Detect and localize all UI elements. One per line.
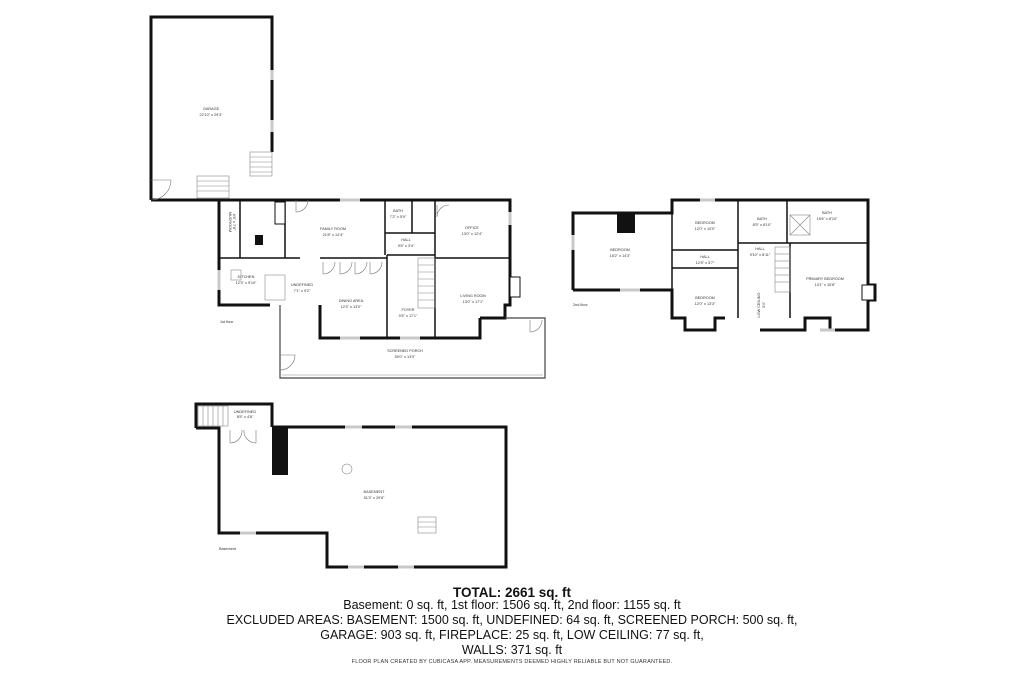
disclaimer: FLOOR PLAN CREATED BY CUBICASA APP. MEAS… [351, 659, 673, 665]
second-floor-label: 2nd floor [573, 303, 589, 307]
total-area: TOTAL: 2661 sq. ft [452, 585, 572, 600]
svg-text:HALL: HALL [401, 238, 411, 242]
svg-text:HALL: HALL [700, 255, 710, 259]
svg-text:HALL: HALL [755, 247, 765, 251]
svg-text:SCREENED PORCH: SCREENED PORCH [387, 349, 423, 353]
svg-text:12'0" x 13'3": 12'0" x 13'3" [695, 302, 716, 306]
second-floor-plan: BEDROOM 15'2" x 14'3" BEDROOM 12'0" x 10… [571, 198, 877, 332]
svg-text:3'4": 3'4" [762, 301, 766, 308]
svg-text:KITCHEN: KITCHEN [238, 275, 255, 279]
garage-room: GARAGE 22'10" x 29'3" [149, 15, 275, 202]
svg-text:7'2" x 5'9": 7'2" x 5'9" [390, 215, 407, 219]
svg-text:BEDROOM: BEDROOM [695, 296, 715, 300]
basement-plan: UNDEFINED 8'5" x 4'6" BASEMENT 51'3" x 2… [194, 402, 508, 569]
first-floor-label: 1st floor [220, 320, 234, 324]
svg-text:UNDEFINED: UNDEFINED [234, 410, 256, 414]
svg-text:BATH: BATH [757, 217, 767, 221]
svg-text:FOYER: FOYER [401, 308, 414, 312]
svg-text:BEDROOM: BEDROOM [610, 248, 630, 252]
svg-text:BEDROOM: BEDROOM [695, 221, 715, 225]
excluded-areas-line-2: GARAGE: 903 sq. ft, FIREPLACE: 25 sq. ft… [320, 628, 704, 642]
svg-text:OFFICE: OFFICE [465, 226, 479, 230]
svg-text:LOW CEILING: LOW CEILING [757, 293, 761, 318]
svg-text:15'2" x 14'3": 15'2" x 14'3" [610, 254, 631, 258]
excluded-areas-line-1: EXCLUDED AREAS: BASEMENT: 1500 sq. ft, U… [226, 613, 798, 627]
svg-text:LIVING ROOM: LIVING ROOM [460, 294, 485, 298]
svg-text:DINING AREA: DINING AREA [339, 299, 364, 303]
svg-text:51'3" x 29'8": 51'3" x 29'8" [364, 496, 385, 500]
svg-text:12'3" x 9'10": 12'3" x 9'10" [236, 281, 257, 285]
main-house-walls: MUDROOM 6'6" x 7'8" FAMILY ROOM 21'8" x … [217, 198, 521, 340]
svg-text:FAMILY ROOM: FAMILY ROOM [320, 227, 346, 231]
svg-text:GARAGE: GARAGE [203, 107, 220, 111]
svg-text:9'10" x 8'11": 9'10" x 8'11" [750, 253, 771, 257]
svg-text:12'5" x 3'7": 12'5" x 3'7" [696, 261, 715, 265]
svg-text:BATH: BATH [822, 211, 832, 215]
first-floor-plan: GARAGE 22'10" x 29'3" [149, 15, 546, 379]
svg-text:22'10" x 29'3": 22'10" x 29'3" [200, 113, 224, 117]
svg-text:12'3" x 13'0": 12'3" x 13'0" [341, 305, 362, 309]
svg-text:PRIMARY BEDROOM: PRIMARY BEDROOM [806, 277, 844, 281]
svg-text:21'8" x 12'4": 21'8" x 12'4" [323, 233, 344, 237]
walls-area: WALLS: 371 sq. ft [461, 643, 563, 657]
svg-text:12'0" x 10'0": 12'0" x 10'0" [695, 227, 716, 231]
svg-text:13'0" x 12'4": 13'0" x 12'4" [462, 232, 483, 236]
svg-text:15'6" x 8'10": 15'6" x 8'10" [817, 217, 838, 221]
svg-text:13'1" x 15'8": 13'1" x 15'8" [815, 283, 836, 287]
svg-text:BATH: BATH [393, 209, 403, 213]
floor-areas: Basement: 0 sq. ft, 1st floor: 1506 sq. … [343, 598, 681, 612]
svg-text:50'0" x 13'0": 50'0" x 13'0" [395, 355, 416, 359]
svg-text:8'5" x 4'6": 8'5" x 4'6" [237, 415, 254, 419]
svg-text:MUDROOM: MUDROOM [228, 212, 232, 232]
screened-porch: SCREENED PORCH 50'0" x 13'0" [279, 305, 546, 379]
svg-text:13'0" x 17'1": 13'0" x 17'1" [463, 300, 484, 304]
svg-text:BASEMENT: BASEMENT [364, 490, 386, 494]
svg-text:6'6" x 7'8": 6'6" x 7'8" [232, 214, 236, 231]
svg-text:8'5" x 8'10": 8'5" x 8'10" [753, 223, 772, 227]
svg-text:7'1" x 9'2": 7'1" x 9'2" [294, 289, 311, 293]
svg-text:UNDEFINED: UNDEFINED [291, 283, 313, 287]
basement-label: Basement [219, 547, 237, 551]
svg-text:9'5" x 17'1": 9'5" x 17'1" [399, 314, 418, 318]
svg-text:9'6" x 3'4": 9'6" x 3'4" [398, 244, 415, 248]
